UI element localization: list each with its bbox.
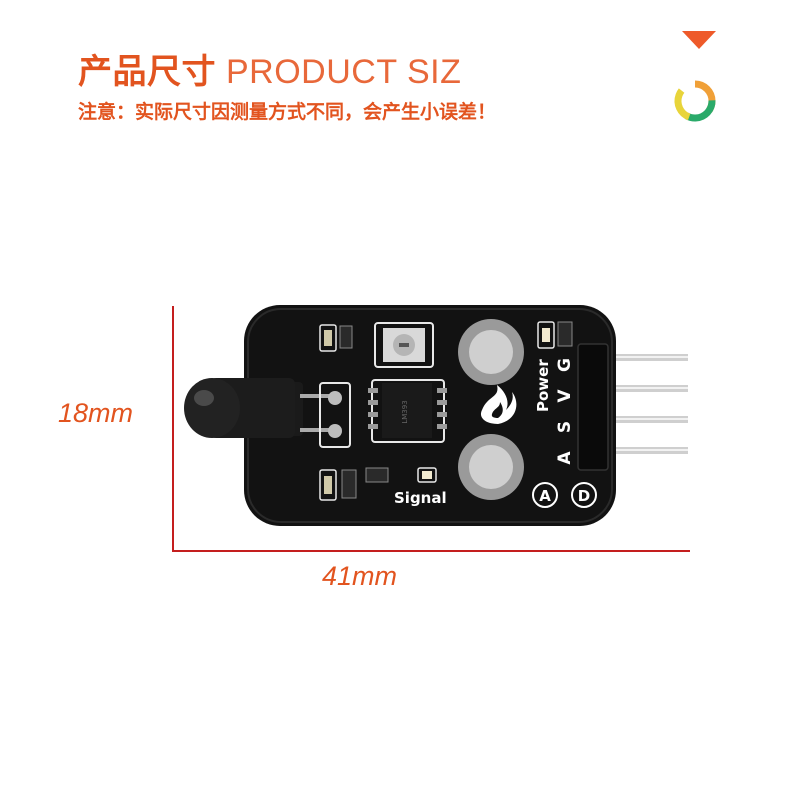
width-dimension-line xyxy=(172,550,690,552)
title-english: PRODUCT SIZ xyxy=(226,53,462,91)
smd-components xyxy=(319,321,573,501)
chip-text: LM393 xyxy=(401,400,409,423)
pin-label-s: S xyxy=(555,421,575,433)
digital-mark: D xyxy=(578,487,590,505)
product-size-title: 产品尺寸 PRODUCT SIZ xyxy=(78,44,461,93)
comparator-chip: LM393 xyxy=(368,379,447,443)
pin-label-a: A xyxy=(555,451,575,465)
flame-logo-icon xyxy=(480,385,517,424)
analog-mark: A xyxy=(539,487,551,505)
width-label: 41mm xyxy=(322,561,398,591)
measurement-note: 注意：实际尺寸因测量方式不同，会产生小误差！ xyxy=(78,101,497,123)
header-pins xyxy=(598,354,688,454)
potentiometer xyxy=(374,322,434,368)
pin-label-g: G xyxy=(555,358,575,372)
height-label: 18mm xyxy=(58,398,134,428)
pin-header xyxy=(577,343,609,471)
color-ring-icon xyxy=(674,80,716,122)
title-chinese: 产品尺寸 xyxy=(78,52,216,92)
signal-label: Signal xyxy=(394,489,447,507)
ir-receiver xyxy=(184,378,330,438)
height-dimension-line xyxy=(172,306,174,552)
orange-triangle-icon xyxy=(682,31,716,49)
power-label: Power xyxy=(534,359,552,412)
pin-label-v: V xyxy=(555,389,575,403)
mounting-holes xyxy=(458,319,524,500)
